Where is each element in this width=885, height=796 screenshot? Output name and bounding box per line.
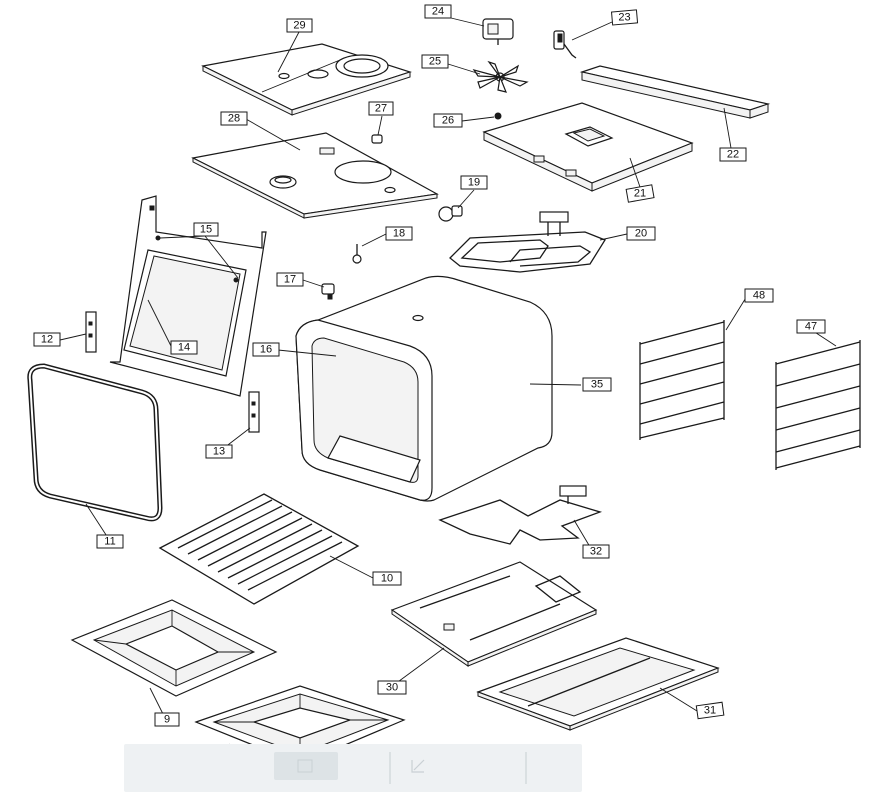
footer-toolbar	[124, 744, 582, 792]
expand-icon[interactable]	[411, 759, 425, 773]
callout-35: 35	[582, 377, 612, 392]
callout-23: 23	[610, 9, 639, 26]
callout-9-label: 9	[164, 714, 170, 726]
callout-29: 29	[286, 18, 313, 33]
part-inner-door-frame	[109, 195, 267, 397]
callout-21-label: 21	[634, 188, 646, 200]
callout-15: 15	[193, 222, 219, 237]
callout-10: 10	[372, 571, 402, 586]
callout-16-label: 16	[260, 344, 272, 356]
part-bracket-23	[553, 30, 577, 59]
callout-30: 30	[377, 680, 407, 695]
callout-19: 19	[460, 175, 488, 190]
callout-14: 14	[170, 340, 198, 355]
part-clip	[371, 134, 383, 144]
part-side-rack-left	[639, 320, 725, 440]
part-upper-plate	[191, 132, 439, 219]
callout-17-label: 17	[284, 274, 296, 286]
callout-18: 18	[385, 226, 413, 241]
callout-9: 9	[154, 712, 180, 727]
callout-20: 20	[626, 226, 656, 241]
part-top-rail	[579, 65, 771, 119]
part-bottom-plate	[390, 561, 598, 667]
callout-16: 16	[252, 342, 280, 357]
callout-13: 13	[205, 444, 233, 459]
callout-25-label: 25	[429, 56, 441, 68]
callout-32-label: 32	[590, 546, 602, 558]
callout-14-label: 14	[178, 342, 190, 354]
callout-29-label: 29	[293, 20, 305, 32]
callout-11-label: 11	[104, 536, 115, 548]
part-top-cover	[201, 43, 412, 116]
part-motor	[482, 18, 514, 45]
callout-48: 48	[744, 288, 774, 303]
part-hinge-left	[85, 311, 97, 353]
callout-23-label: 23	[618, 12, 630, 24]
part-lower-element	[438, 485, 603, 545]
callout-20-label: 20	[635, 228, 647, 240]
callout-27-label: 27	[375, 103, 387, 115]
part-hinge-pin	[321, 283, 335, 300]
callout-25: 25	[421, 54, 449, 69]
callout-28: 28	[220, 111, 248, 126]
part-baking-tray	[70, 599, 278, 697]
callout-13-label: 13	[213, 446, 225, 458]
part-nut	[494, 112, 502, 120]
callout-12: 12	[33, 332, 61, 347]
callout-18-label: 18	[393, 228, 405, 240]
callout-15-label: 15	[200, 224, 212, 236]
part-screw	[352, 244, 362, 264]
callout-10-label: 10	[381, 573, 393, 585]
callout-47-label: 47	[805, 321, 817, 333]
callout-31: 31	[695, 701, 725, 720]
callout-26: 26	[433, 113, 463, 128]
callout-48-label: 48	[753, 290, 765, 302]
callout-35-label: 35	[591, 379, 603, 391]
callout-22-label: 22	[727, 149, 739, 161]
callout-30-label: 30	[386, 682, 398, 694]
part-lamp	[438, 205, 463, 222]
part-grill-element	[449, 211, 606, 273]
callout-17: 17	[276, 272, 304, 287]
part-side-rack-right	[775, 340, 861, 470]
callout-47: 47	[796, 319, 826, 334]
callout-11: 11	[96, 534, 124, 549]
part-fan-blade	[472, 60, 529, 93]
callout-22: 22	[719, 147, 747, 162]
callout-24: 24	[424, 4, 452, 19]
callout-28-label: 28	[228, 113, 240, 125]
callout-12-label: 12	[41, 334, 53, 346]
part-rear-panel	[482, 102, 694, 192]
callout-27: 27	[368, 101, 394, 116]
callout-24-label: 24	[432, 6, 444, 18]
part-oven-cavity	[295, 275, 553, 502]
callout-21: 21	[625, 184, 655, 203]
callout-26-label: 26	[442, 115, 454, 127]
callout-19-label: 19	[468, 177, 480, 189]
part-door-gasket	[27, 363, 163, 522]
part-wire-shelf	[158, 493, 360, 605]
image-icon[interactable]	[274, 752, 338, 780]
part-deep-tray	[194, 685, 406, 765]
part-bottom-frame	[476, 637, 720, 731]
part-hinge-right	[248, 391, 260, 433]
callout-32: 32	[582, 544, 610, 559]
callout-31-label: 31	[704, 705, 716, 717]
